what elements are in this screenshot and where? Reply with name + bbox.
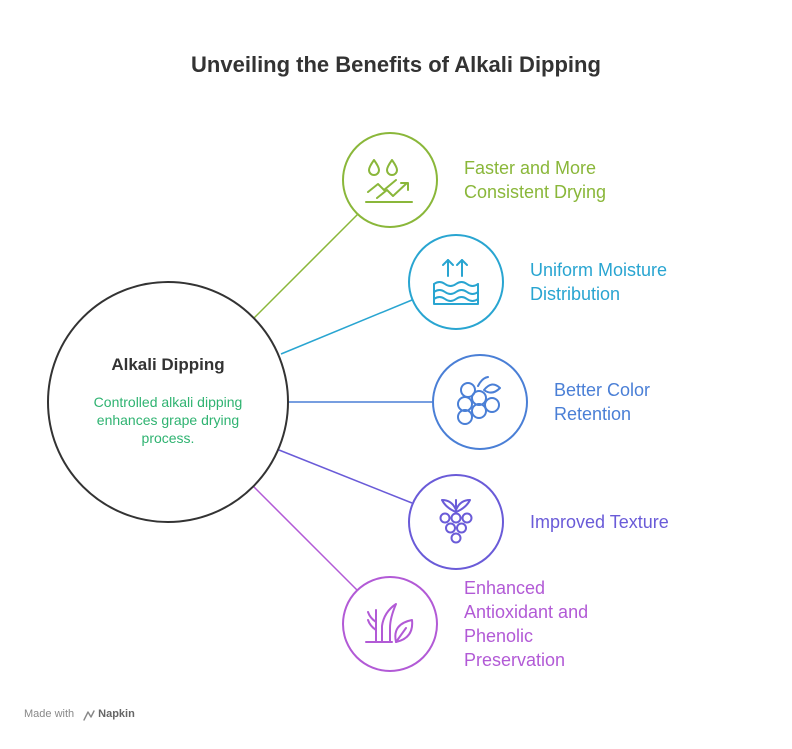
water-waves-icon	[433, 259, 479, 305]
center-description: Controlled alkali dipping enhances grape…	[93, 394, 243, 446]
benefit-label-1: Faster and More Consistent Drying	[464, 158, 607, 202]
benefit-circle-3	[432, 354, 528, 450]
benefit-label-3: Better Color Retention	[554, 380, 651, 424]
grape-bunch-icon	[439, 499, 473, 544]
center-title: Alkali Dipping	[111, 355, 225, 374]
benefit-circle-2	[408, 234, 504, 330]
napkin-logo-icon	[83, 710, 95, 721]
plant-leaf-icon	[365, 603, 414, 643]
made-with-napkin: Made with Napkin	[24, 708, 135, 720]
benefit-label-5: Enhanced Antioxidant and Phenolic Preser…	[464, 578, 589, 670]
benefit-circle-1	[342, 132, 438, 228]
connector-2	[280, 299, 413, 355]
benefit-label-2: Uniform Moisture Distribution	[530, 260, 668, 304]
diagram-title: Unveiling the Benefits of Alkali Dipping	[191, 52, 601, 77]
water-drops-trend-icon	[365, 159, 413, 203]
footer-brand: Napkin	[98, 708, 135, 720]
benefit-label-4: Improved Texture	[530, 512, 669, 532]
grapes-icon	[457, 376, 501, 425]
connector-1	[253, 213, 359, 319]
connector-5	[253, 486, 358, 591]
footer-prefix: Made with	[24, 708, 75, 720]
connector-4	[278, 449, 413, 504]
center-circle	[47, 281, 289, 523]
